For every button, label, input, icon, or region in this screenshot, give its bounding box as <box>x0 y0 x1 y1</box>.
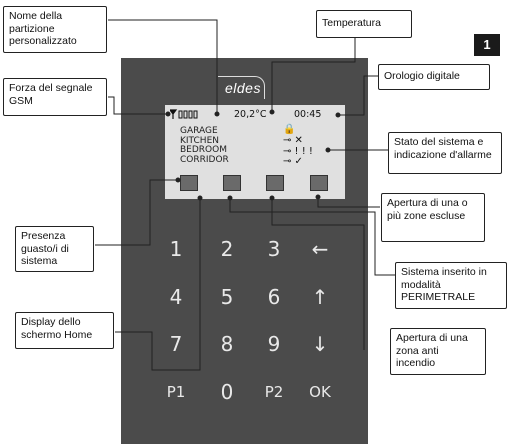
gsm-signal-icon <box>168 109 200 122</box>
callout-bypassed-zones: Apertura di una o più zone escluse <box>381 193 485 242</box>
callout-perimeter-mode: Sistema inserito in modalità PERIMETRALE <box>395 262 507 309</box>
key-4[interactable]: 4 <box>169 285 183 309</box>
key-1[interactable]: 1 <box>169 237 183 261</box>
zone-name: KITCHEN <box>180 135 219 146</box>
callout-partition-name: Nome della partizione personalizzato <box>3 6 107 53</box>
zone-name: CORRIDOR <box>180 154 229 165</box>
lock-icon: 🔒 <box>283 124 296 135</box>
callout-gsm-signal: Forza del segnale GSM <box>3 78 107 116</box>
zone-name: GARAGE <box>180 126 218 136</box>
callout-temperature: Temperatura <box>316 10 412 38</box>
callout-home-screen: Display dello schermo Home <box>15 312 114 349</box>
logo-arc <box>218 76 265 99</box>
back-arrow-key[interactable]: ← <box>311 237 329 261</box>
zone-list: GARAGE KITCHEN BEDROOM CORRIDOR <box>180 126 229 165</box>
callout-system-state: Stato del sistema e indicazione d'allarm… <box>388 132 502 174</box>
callout-system-fault: Presenza guasto/i di sistema <box>15 226 94 272</box>
up-arrow-key[interactable]: ↑ <box>311 285 329 309</box>
page-number-badge: 1 <box>474 34 500 56</box>
key-7[interactable]: 7 <box>169 332 183 356</box>
lcd-temperature: 20,2°C <box>234 109 267 120</box>
zone-status-open-icon: ⊸ ✕ <box>283 135 303 146</box>
callout-fire-zone: Apertura di una zona anti incendio <box>390 328 486 375</box>
down-arrow-key[interactable]: ↓ <box>311 332 329 356</box>
key-8[interactable]: 8 <box>220 332 234 356</box>
fault-icon <box>180 175 198 191</box>
zone-name: BEDROOM <box>180 145 227 156</box>
key-p1[interactable]: P1 <box>166 383 186 401</box>
key-0[interactable]: 0 <box>220 380 234 404</box>
ok-key[interactable]: OK <box>309 383 331 401</box>
key-9[interactable]: 9 <box>267 332 281 356</box>
perimeter-icon <box>223 175 241 191</box>
zone-status-ok-icon: ⊸ ✓ <box>283 156 303 167</box>
fire-zone-icon <box>266 175 284 191</box>
bypass-icon <box>310 175 328 191</box>
key-5[interactable]: 5 <box>220 285 234 309</box>
brand-logo: eldes <box>225 80 261 96</box>
key-3[interactable]: 3 <box>267 237 281 261</box>
key-2[interactable]: 2 <box>220 237 234 261</box>
callout-digital-clock: Orologio digitale <box>378 64 490 90</box>
zone-status-alarm-icon: ⊸ ! ! ! <box>283 146 313 157</box>
key-6[interactable]: 6 <box>267 285 281 309</box>
key-p2[interactable]: P2 <box>264 383 284 401</box>
lcd-time: 00:45 <box>294 109 322 120</box>
